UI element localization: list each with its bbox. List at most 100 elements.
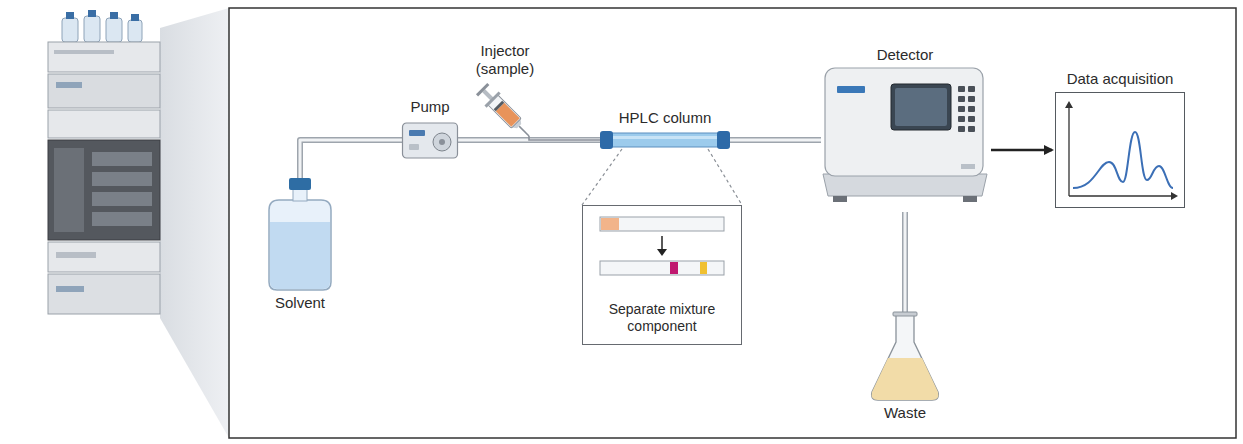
solvent-bottle: Solvent [265,178,335,312]
illustration-part [583,206,742,345]
tubing [905,212,906,314]
illustration-part [968,116,975,122]
diagram-frame [229,8,1236,438]
illustration-part [409,130,425,136]
illustration-part [110,12,118,19]
illustration-part [48,274,160,314]
waste-flask-art [870,312,940,400]
injector-syringe-body [475,82,535,136]
illustration-part [958,106,965,112]
illustration-part [670,262,678,274]
illustration-part [106,18,122,42]
illustration-part [56,82,82,88]
hplc-instrument [48,10,160,314]
illustration-part [837,86,865,93]
solvent-bottle-art [265,178,335,290]
separation-inset: Separate mixture component [582,205,742,345]
illustration-part [48,242,160,272]
illustration-part [289,178,311,190]
illustration-part [872,314,939,400]
illustration-part [958,116,965,122]
separation-inset-body: Separate mixture component [582,205,742,345]
illustration-part [519,126,529,136]
component-label: Solvent [275,294,325,312]
illustration-part [825,68,983,176]
illustration-part [128,20,142,42]
illustration-part [961,164,975,169]
detector-device-body [821,68,989,212]
data-chart: Data acquisition [1055,70,1185,208]
illustration-part [872,358,939,400]
illustration-part [958,126,965,132]
illustration-part [62,18,78,42]
illustration-part [1065,101,1178,200]
illustration-part [823,174,987,196]
tube-core [730,139,821,142]
tube-outline [730,137,821,143]
tube-core [300,140,402,182]
data-chart-body [1055,92,1185,208]
illustration-part [600,261,724,275]
waste-flask: Waste [870,312,940,422]
illustration-part [895,88,947,126]
illustration-part [891,84,951,130]
zoom-wedge [160,8,229,438]
component-label: Pump [410,98,449,116]
illustration-part [968,96,975,102]
illustration-part [968,86,975,92]
illustration-part [54,50,114,54]
illustration-part [439,139,445,145]
illustration-part [293,189,307,201]
illustration-part [606,133,724,147]
illustration-part [92,152,152,166]
illustration-part [968,106,975,112]
illustration-part [963,196,977,202]
tube-outline [902,212,908,314]
signal-arrow [991,150,1052,151]
tubing [300,140,402,182]
pump-unit-art [402,120,458,160]
injector-syringe: Injector (sample) [465,42,545,136]
illustration-part [88,10,96,17]
hplc-column-art [600,131,730,149]
component-label: Separate mixture component [582,301,742,335]
hplc-column: HPLC column [600,109,730,149]
data-chart-art [1055,92,1185,208]
illustration-part [958,86,965,92]
pump-unit-body [402,120,458,160]
needle-line [529,136,600,140]
arrow-line [991,149,1052,152]
illustration-part [717,131,730,149]
dashed-line [582,149,742,205]
illustration-part [270,222,330,289]
illustration-part [600,217,724,231]
component-label: Injector (sample) [465,42,545,78]
tubing [529,136,600,140]
illustration-part [610,136,720,139]
illustration-part [661,236,663,251]
hplc-column-body [600,131,730,149]
pump-unit: Pump [402,98,458,160]
illustration-part [657,249,667,256]
illustration-part [48,42,160,72]
solvent-bottle-body [265,178,335,290]
component-label: Data acquisition [1067,70,1174,88]
illustration-part [601,218,619,230]
illustration-part [833,196,847,202]
illustration-part [403,123,458,158]
illustration-part [1073,132,1173,188]
illustration-part [131,14,139,21]
illustration-part [968,126,975,132]
illustration-part [433,133,451,151]
detector-device: Detector [821,46,989,212]
illustration-part [600,131,613,149]
injector-syringe-art [475,82,535,136]
illustration-part [84,16,100,42]
illustration-part [958,96,965,102]
illustration-part [269,200,331,290]
illustration-part [48,110,160,138]
tube-outline [458,137,600,143]
illustration-part [54,148,84,232]
illustration-part [92,192,152,206]
